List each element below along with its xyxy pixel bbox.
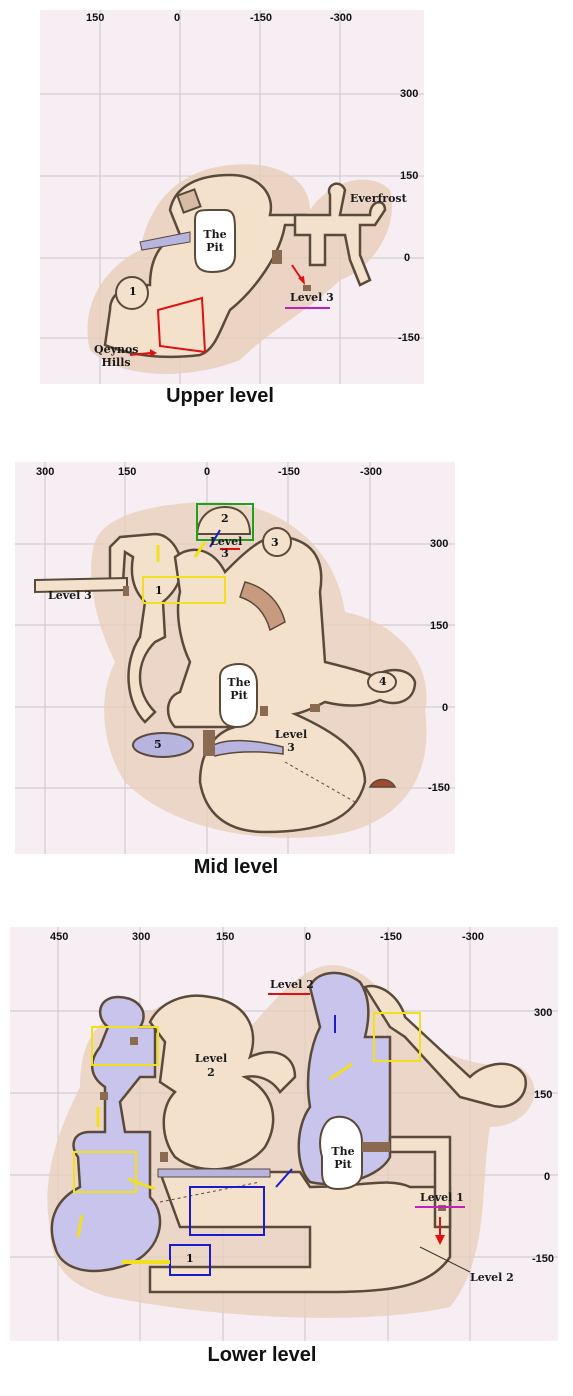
mid-door (260, 706, 268, 716)
mid-water-channel (209, 739, 284, 757)
mid-x-tick: 150 (118, 466, 137, 478)
mid-area-2-label: 2 (221, 512, 229, 525)
lower-y-tick: -150 (532, 1253, 555, 1265)
lower-pit (319, 1115, 363, 1191)
mid-green-box (196, 503, 254, 541)
lower-level2-pointer (419, 1246, 471, 1273)
lower-x-tick: -300 (462, 931, 485, 943)
mid-level3-top-label: Level 3 (210, 535, 243, 560)
upper-pit-label: The Pit (203, 228, 227, 254)
upper-qeynos-label: Qeynos Hills (94, 343, 139, 369)
lower-level-map: The Pit Level 2 Level 2 Level 2 Level 1 … (10, 927, 558, 1341)
lower-y-tick: 300 (534, 1007, 553, 1019)
upper-x-tick: -300 (330, 12, 353, 24)
upper-area-1 (115, 276, 149, 310)
upper-everfrost-label: Everfrost (350, 192, 407, 205)
lower-y-tick: 0 (544, 1171, 551, 1183)
lower-level2-top-label: Level 2 (270, 978, 314, 991)
upper-x-tick: -150 (250, 12, 273, 24)
mid-level-title: Mid level (193, 856, 279, 878)
upper-level-map: The Pit Everfrost Level 3 Qeynos Hills 1 (40, 10, 424, 384)
upper-level3-label: Level 3 (290, 291, 334, 304)
lower-level2-mid-label: Level 2 (194, 1052, 228, 1079)
upper-water (139, 231, 191, 251)
upper-door (272, 250, 282, 264)
lower-y-tick: 150 (534, 1089, 553, 1101)
mid-level3-left-label: Level 3 (48, 589, 92, 602)
lower-x-tick: 0 (305, 931, 312, 943)
upper-level-drawing (40, 10, 424, 384)
mid-area-4-label: 4 (379, 675, 387, 688)
lower-yellow-box (73, 1151, 137, 1193)
lower-door (362, 1142, 390, 1152)
mid-door (310, 704, 320, 712)
upper-y-tick: 0 (404, 252, 411, 264)
mid-yellow-box (142, 576, 226, 604)
lower-x-tick: -150 (380, 931, 403, 943)
mid-area-4 (367, 671, 397, 693)
mid-area-3 (262, 527, 292, 557)
mid-level-map: The Pit Level 3 Level 3 Level 3 1 2 3 4 … (15, 462, 455, 854)
mid-x-tick: 0 (204, 466, 211, 478)
lower-dashed-path (159, 1181, 261, 1203)
mid-inner-wall (368, 778, 397, 788)
lower-right-tunnel (363, 984, 528, 1108)
mid-door (203, 730, 215, 756)
mid-level3-bottom-label: Level 3 (274, 728, 308, 754)
lower-level1-label: Level 1 (420, 1191, 464, 1204)
mid-area-5-label: 5 (154, 738, 162, 751)
lower-x-tick: 150 (216, 931, 235, 943)
mid-pit (219, 662, 258, 729)
lower-area-1-label: 1 (186, 1252, 194, 1265)
upper-qeynos-arrow (129, 352, 151, 356)
upper-level-title: Upper level (166, 385, 274, 407)
mid-x-tick: -150 (278, 466, 301, 478)
lower-water-channel (157, 1168, 271, 1178)
mid-area-3-label: 3 (271, 536, 279, 549)
mid-area-5-water (132, 732, 194, 758)
mid-blue-arrow (209, 529, 221, 548)
lower-door (130, 1037, 138, 1045)
lower-center-cave (148, 994, 297, 1171)
mid-pit-label: The Pit (227, 676, 251, 702)
mid-y-tick: 0 (442, 702, 449, 714)
lower-blue-arrow (275, 1168, 293, 1188)
upper-y-tick: 150 (400, 170, 419, 182)
upper-pit (194, 209, 236, 274)
mid-y-tick: 150 (430, 620, 449, 632)
mid-x-tick: -300 (360, 466, 383, 478)
lower-yellow-box (91, 1026, 159, 1066)
upper-y-tick: -150 (398, 332, 421, 344)
upper-x-tick: 0 (174, 12, 181, 24)
mid-dashed-path (284, 761, 356, 803)
lower-level-drawing (10, 927, 558, 1341)
mid-inner-wall (239, 581, 286, 632)
upper-area-1-label: 1 (129, 285, 137, 298)
mid-area-1-label: 1 (155, 584, 163, 597)
upper-y-tick: 300 (400, 88, 419, 100)
lower-door (100, 1092, 108, 1100)
lower-x-tick: 450 (50, 931, 69, 943)
mid-y-tick: -150 (428, 782, 451, 794)
lower-level-title: Lower level (207, 1344, 317, 1366)
lower-door (160, 1152, 168, 1162)
lower-yellow-box (373, 1012, 421, 1062)
upper-level3-hatch (303, 285, 311, 291)
mid-door (123, 586, 129, 596)
mid-x-tick: 300 (36, 466, 55, 478)
mid-area-2 (196, 505, 252, 538)
mid-level-drawing (15, 462, 455, 854)
mid-y-tick: 300 (430, 538, 449, 550)
lower-level2-bottom-label: Level 2 (470, 1271, 514, 1284)
upper-x-tick: 150 (86, 12, 105, 24)
lower-blue-box (189, 1186, 265, 1236)
upper-red-box (156, 296, 207, 354)
upper-cave-right-branch (293, 182, 387, 287)
lower-x-tick: 300 (132, 931, 151, 943)
upper-room (176, 188, 202, 214)
lower-pit-label: The Pit (331, 1145, 355, 1171)
